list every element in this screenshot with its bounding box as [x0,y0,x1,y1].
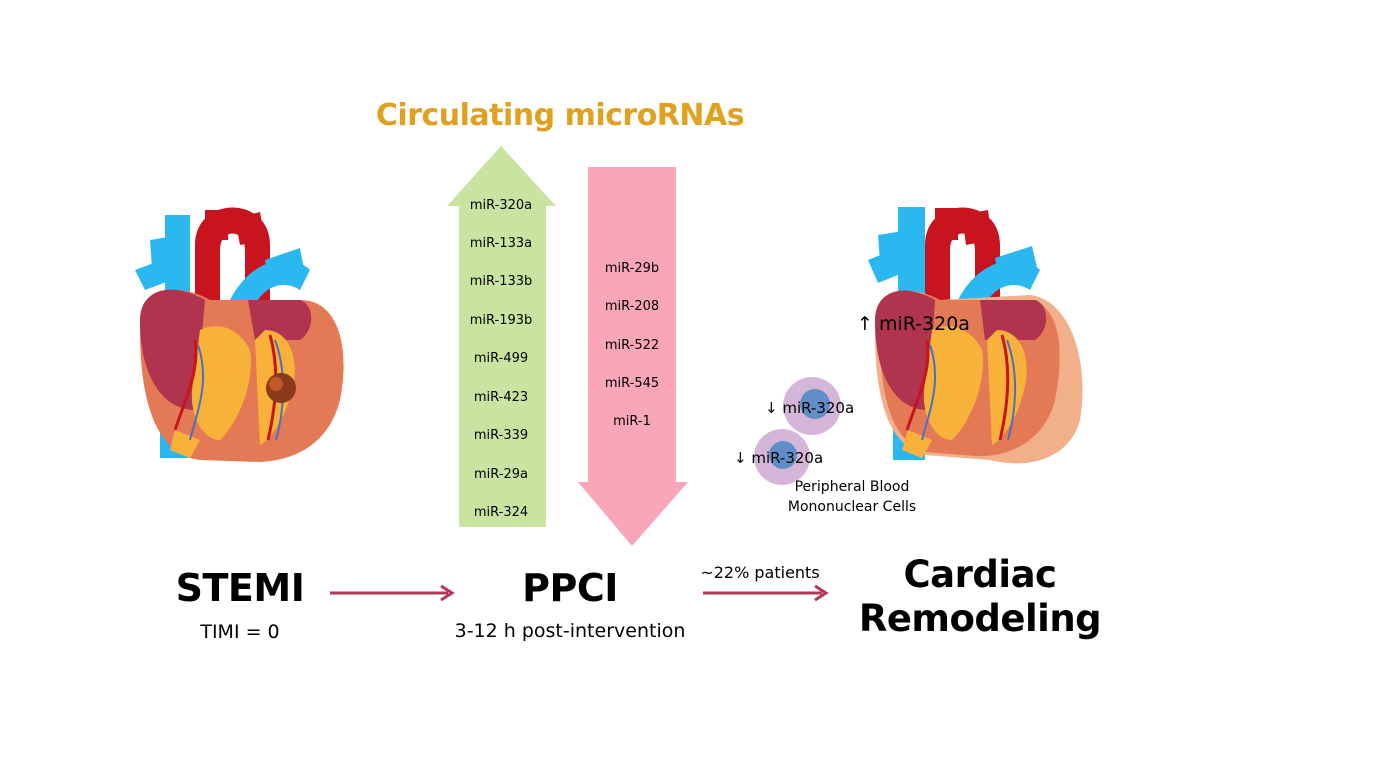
ppci-title: PPCI [522,566,618,610]
pbmc-cell-2 [754,429,810,485]
mirna-up-label: miR-133b [469,274,533,289]
upregulated-arrow [447,146,556,527]
downregulated-arrow [578,167,688,546]
pbmc-cell-1-label: ↓ miR-320a [765,399,855,417]
remodeling-title-line1: Cardiac [903,553,1057,596]
transition-label: ~22% patients [700,563,820,582]
pbmc-cell-1 [783,377,841,435]
mirna-up-label: miR-423 [473,390,529,405]
stemi-title: STEMI [175,566,305,610]
mirna-up-label: miR-29a [474,467,528,482]
pbmc-caption-line2: Mononuclear Cells [787,499,917,515]
mirna-up-label: miR-193b [469,313,533,328]
mirna-up-label: miR-324 [473,505,529,520]
pbmc-cell-2-label: ↓ miR-320a [734,449,824,467]
mirna-up-label: miR-320a [469,198,533,213]
diagram-title: Circulating microRNAs [375,98,745,133]
stemi-subtitle: TIMI = 0 [200,621,280,643]
pbmc-caption: Peripheral Blood Mononuclear Cells [772,477,932,517]
remodeling-title-line2: Remodeling [858,597,1102,640]
mirna-up-label: miR-339 [473,428,529,443]
flow-arrow-ppci-to-remodeling [703,584,829,602]
mirna-down-label: miR-29b [604,261,660,276]
pbmc-caption-line1: Peripheral Blood [794,479,910,495]
mirna-up-label: miR-499 [473,351,529,366]
mirna-down-label: miR-522 [604,338,660,353]
mirna-up-label: miR-133a [469,236,533,251]
ppci-subtitle: 3-12 h post-intervention [454,620,686,642]
mirna-down-label: miR-545 [604,376,660,391]
flow-arrow-stemi-to-ppci [330,584,455,602]
stemi-heart-icon [135,207,344,462]
heart-mirna-label: ↑ miR-320a [857,313,970,335]
remodeling-title: Cardiac Remodeling [840,553,1120,641]
remodeled-heart-icon [868,207,1083,464]
mirna-down-label: miR-1 [613,414,651,429]
mirna-down-label: miR-208 [604,299,660,314]
